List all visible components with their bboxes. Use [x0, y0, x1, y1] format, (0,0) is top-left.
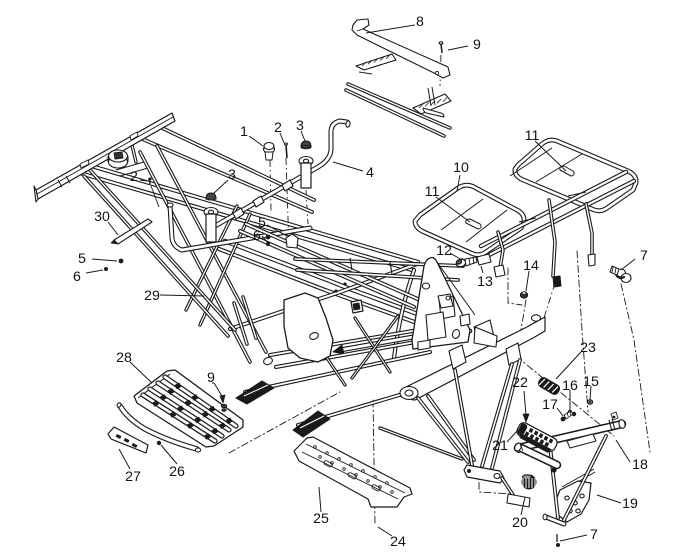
svg-text:2: 2 [274, 120, 282, 136]
svg-text:6: 6 [253, 228, 261, 244]
svg-text:18: 18 [632, 457, 648, 473]
svg-text:27: 27 [125, 469, 141, 485]
svg-text:5: 5 [78, 251, 86, 267]
svg-text:11: 11 [525, 128, 540, 144]
svg-text:22: 22 [512, 375, 528, 391]
svg-text:24: 24 [390, 534, 406, 550]
svg-text:5: 5 [258, 215, 266, 231]
svg-text:13: 13 [477, 274, 493, 290]
svg-text:9: 9 [473, 37, 481, 53]
svg-text:28: 28 [116, 350, 132, 366]
svg-text:29: 29 [144, 288, 160, 304]
svg-text:7: 7 [590, 527, 598, 543]
svg-text:3: 3 [296, 118, 304, 134]
svg-text:15: 15 [583, 374, 599, 390]
svg-text:25: 25 [313, 511, 329, 527]
svg-text:10: 10 [453, 160, 469, 176]
svg-text:7: 7 [640, 248, 648, 264]
svg-text:12: 12 [436, 243, 452, 259]
svg-text:23: 23 [580, 340, 596, 356]
svg-text:20: 20 [512, 515, 528, 531]
svg-text:8: 8 [416, 14, 424, 30]
svg-text:14: 14 [523, 258, 539, 274]
svg-text:30: 30 [94, 209, 110, 225]
svg-text:2: 2 [130, 169, 138, 185]
svg-text:11: 11 [425, 184, 440, 200]
svg-text:3: 3 [228, 167, 236, 183]
svg-text:16: 16 [562, 378, 578, 394]
svg-text:17: 17 [542, 397, 558, 413]
svg-text:6: 6 [73, 269, 81, 285]
svg-text:9: 9 [207, 370, 215, 386]
svg-text:1: 1 [240, 124, 248, 140]
svg-text:21: 21 [492, 438, 508, 454]
svg-text:26: 26 [169, 464, 185, 480]
svg-text:19: 19 [622, 496, 638, 512]
svg-text:4: 4 [366, 165, 374, 181]
